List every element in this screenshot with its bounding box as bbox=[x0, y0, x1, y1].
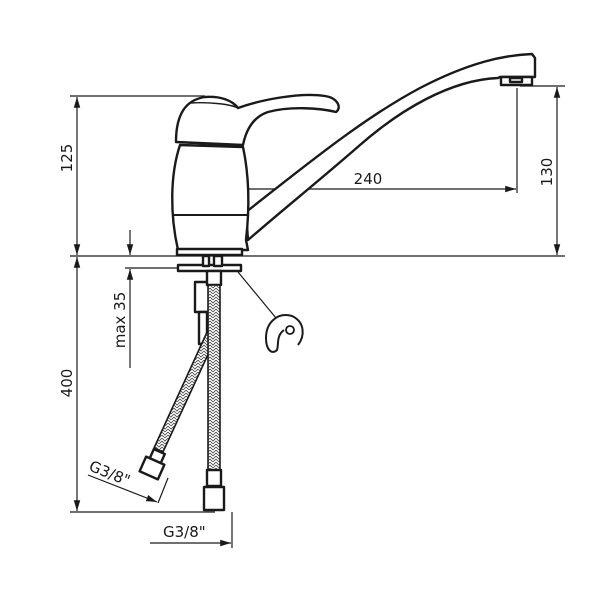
dimension-spout-height: 130 bbox=[520, 85, 565, 255]
dimension-label-400: 400 bbox=[58, 369, 76, 398]
lever-handle bbox=[174, 93, 340, 147]
clip-hole bbox=[285, 325, 295, 335]
aerator-outlet bbox=[508, 76, 524, 84]
dimension-hose-length: 400 bbox=[58, 257, 215, 513]
mounting-clip-icon bbox=[265, 314, 304, 353]
stud-upper bbox=[201, 254, 211, 268]
thread-left-text: G3/8" bbox=[87, 457, 133, 490]
dimension-body-height: 125 bbox=[58, 95, 205, 255]
hose-left bbox=[138, 328, 219, 481]
clip-leader-line bbox=[237, 271, 277, 319]
thread-right-text: G3/8" bbox=[163, 523, 206, 541]
hose-stem bbox=[212, 254, 224, 268]
dimension-label-125: 125 bbox=[58, 144, 76, 173]
mixer-body bbox=[171, 143, 250, 252]
dimension-label-240: 240 bbox=[354, 170, 383, 188]
base-plate bbox=[175, 247, 244, 257]
dimension-max-thickness: max 35 bbox=[111, 230, 182, 368]
thread-label-right: G3/8" bbox=[150, 512, 233, 548]
dimension-label-130: 130 bbox=[538, 158, 556, 187]
spout bbox=[244, 52, 537, 242]
hose-right bbox=[202, 269, 226, 512]
dimension-label-max-35: max 35 bbox=[111, 292, 129, 349]
